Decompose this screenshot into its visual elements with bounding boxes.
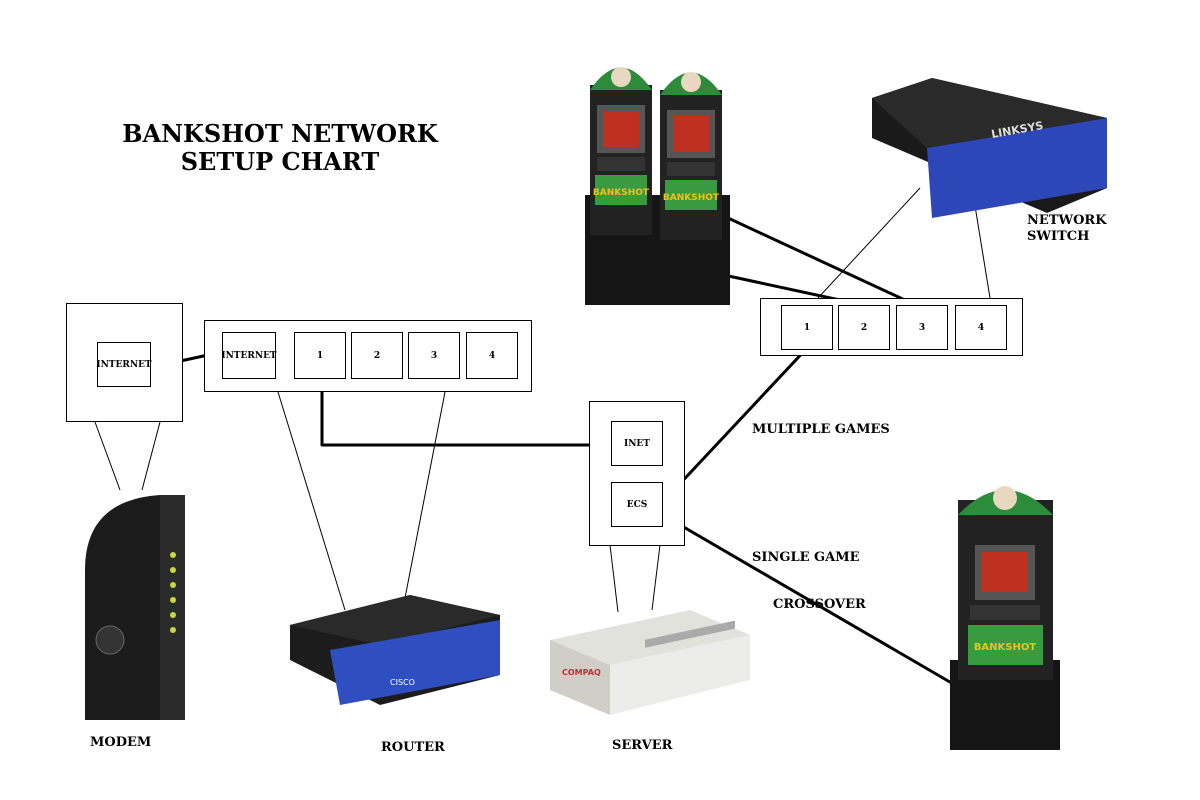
switch-port-panel: 1 2 3 4 bbox=[760, 298, 1023, 356]
router-port-2: 2 bbox=[351, 332, 403, 379]
slot-marquee-text: BANKSHOT bbox=[593, 188, 650, 198]
title-line-2: SETUP CHART bbox=[180, 147, 380, 176]
router-port-panel: INTERNET 1 2 3 4 bbox=[204, 320, 532, 392]
server-ecs-port: ECS bbox=[611, 482, 663, 527]
switch-label-line-1: NETWORK bbox=[1027, 213, 1107, 228]
modem-callout-line bbox=[141, 421, 161, 491]
game-to-switch-port3-cable bbox=[727, 216, 921, 309]
server-brand-text: COMPAQ bbox=[562, 668, 601, 677]
router-callout-line bbox=[404, 391, 446, 599]
modem-callout-line bbox=[94, 421, 121, 491]
switch-port-4: 4 bbox=[955, 305, 1007, 350]
server-inet-port: INET bbox=[611, 421, 663, 466]
switch-port-2: 2 bbox=[838, 305, 890, 350]
server-callout-line bbox=[609, 544, 619, 613]
server-device: COMPAQ bbox=[550, 610, 750, 715]
title-line-1: BANKSHOT NETWORK bbox=[122, 119, 438, 148]
modem-internet-port: INTERNET bbox=[96, 342, 152, 387]
switch-callout-line bbox=[817, 187, 921, 299]
diagram-title: BANKSHOT NETWORK SETUP CHART bbox=[120, 120, 440, 176]
single-game-label: SINGLE GAME bbox=[752, 550, 860, 565]
multiple-games-label: MULTIPLE GAMES bbox=[752, 422, 890, 437]
server-callout-line bbox=[651, 544, 661, 611]
server-label: SERVER bbox=[612, 738, 673, 753]
switch-port-3: 3 bbox=[896, 305, 948, 350]
network-switch-device: LINKSYS bbox=[872, 78, 1107, 218]
router-brand-text: CISCO bbox=[390, 678, 415, 687]
crossover-label: CROSSOVER bbox=[773, 597, 866, 612]
switch-label-line-2: SWITCH bbox=[1027, 229, 1090, 244]
slot-machine-single: BANKSHOT bbox=[950, 486, 1060, 750]
server-port-panel: INET ECS bbox=[589, 401, 685, 546]
router-label: ROUTER bbox=[381, 740, 445, 755]
modem-port-panel: INTERNET bbox=[66, 303, 183, 422]
router-device: CISCO bbox=[290, 595, 500, 705]
router-port-3: 3 bbox=[408, 332, 460, 379]
router-callout-line bbox=[277, 391, 346, 611]
crossover-cable bbox=[662, 513, 956, 687]
modem-label: MODEM bbox=[90, 735, 152, 750]
router-to-server-inet-cable bbox=[320, 376, 612, 447]
slot-machine-pair: BANKSHOT BANKSHOT bbox=[585, 67, 730, 305]
modem-device bbox=[85, 495, 185, 720]
switch-label: NETWORK SWITCH bbox=[1027, 213, 1107, 245]
switch-port-1: 1 bbox=[781, 305, 833, 350]
router-internet-port: INTERNET bbox=[221, 332, 277, 379]
slot-machine-2: BANKSHOT bbox=[660, 72, 722, 240]
slot-marquee-text: BANKSHOT bbox=[974, 642, 1037, 653]
router-port-1: 1 bbox=[294, 332, 346, 379]
slot-marquee-text: BANKSHOT bbox=[663, 193, 720, 203]
router-port-4: 4 bbox=[466, 332, 518, 379]
